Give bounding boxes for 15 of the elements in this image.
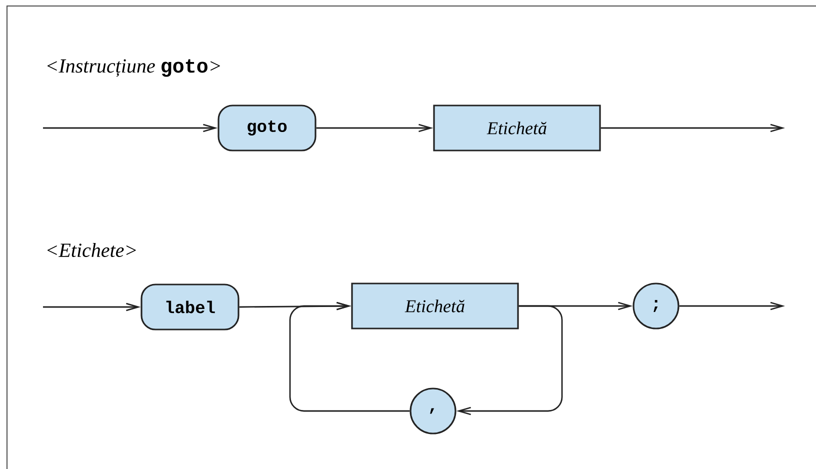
diagram-heading: <Instrucțiune goto> xyxy=(47,59,220,77)
nonterminal-box: Etichetă xyxy=(433,104,601,152)
arrow xyxy=(679,302,786,310)
arrow xyxy=(43,124,218,132)
symbol-terminal: , xyxy=(410,388,456,434)
keyword-terminal: label xyxy=(140,284,240,330)
arrow xyxy=(289,302,410,412)
arrow xyxy=(316,124,434,132)
nonterminal-box: Etichetă xyxy=(351,282,519,330)
arrow xyxy=(43,302,141,312)
keyword-terminal: goto xyxy=(218,104,316,152)
diagram-heading: <Etichete> xyxy=(47,242,136,258)
arrow xyxy=(456,305,563,416)
symbol-terminal: ; xyxy=(632,282,680,330)
arrow xyxy=(600,124,785,132)
